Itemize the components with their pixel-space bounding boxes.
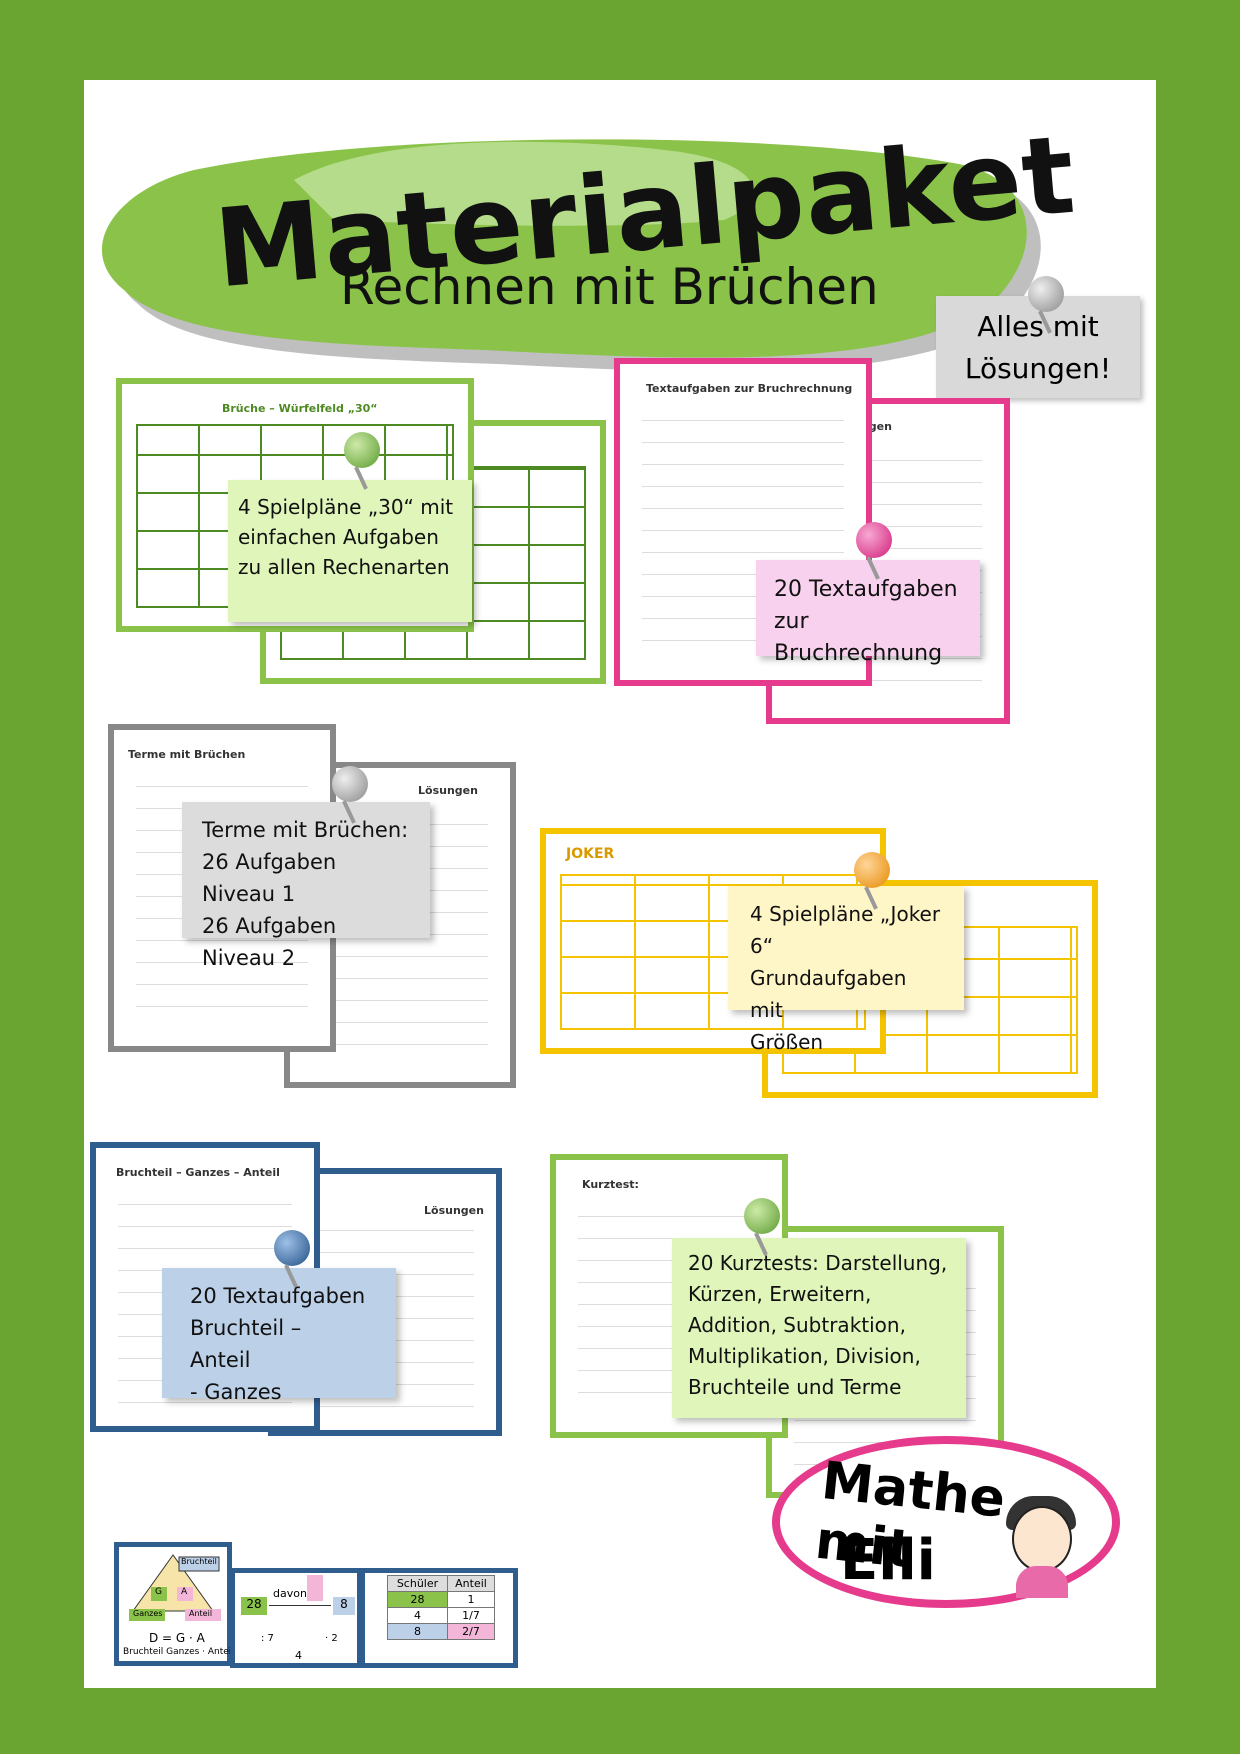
kurztest-title: Kurztest:	[582, 1178, 639, 1191]
pushpin-icon	[854, 852, 890, 888]
table-card: Schüler Anteil 28 1 4 1/7 8 2/7	[360, 1568, 518, 1668]
textaufgaben-title: Textaufgaben zur Bruchrechnung	[646, 382, 853, 395]
triangle-label-ganzes: Ganzes	[133, 1609, 163, 1618]
logo-line2: Elli	[840, 1528, 936, 1593]
arrow-op-multiply: · 2	[325, 1633, 338, 1644]
elli-face-icon	[1012, 1506, 1072, 1572]
table-cell: 8	[387, 1623, 448, 1640]
arrow-card: 28 davon 8 : 7 · 2 4	[230, 1568, 362, 1668]
elli-shirt	[1016, 1566, 1068, 1598]
note-bruchteil: 20 Textaufgaben Bruchteil – Anteil - Gan…	[162, 1268, 396, 1404]
arrow-value-middle: 4	[295, 1649, 302, 1662]
pushpin-icon	[344, 432, 380, 468]
arrow-op-divide: : 7	[261, 1633, 274, 1644]
pushpin-icon	[274, 1230, 310, 1266]
table-cell: 1/7	[447, 1607, 495, 1624]
triangle-label-a: A	[181, 1587, 188, 1597]
pushpin-icon	[856, 522, 892, 558]
arrow-fraction-box	[307, 1575, 323, 1601]
table-header-schueler: Schüler	[387, 1575, 448, 1592]
title-blob	[101, 139, 1041, 372]
mathe-mit-elli-logo: Mathe mit Elli	[772, 1436, 1120, 1608]
joker-title: JOKER	[566, 846, 615, 862]
terme-title: Terme mit Brüchen	[128, 748, 246, 761]
loesungen-title: Lösungen	[424, 1204, 484, 1217]
bruchteil-title: Bruchteil – Ganzes – Anteil	[116, 1166, 280, 1179]
note-kurztests: 20 Kurztests: Darstellung, Kürzen, Erwei…	[672, 1238, 966, 1418]
triangle-label-anteil: Anteil	[189, 1609, 213, 1618]
table-header-anteil: Anteil	[447, 1575, 495, 1592]
textaufgaben-page-front: Textaufgaben zur Bruchrechnung	[614, 358, 872, 686]
triangle-label-g: G	[155, 1587, 162, 1597]
pushpin-icon	[332, 766, 368, 802]
triangle-caption: Bruchteil Ganzes · Anteil	[123, 1647, 234, 1657]
triangle-diagram	[129, 1554, 221, 1621]
table-cell: 2/7	[447, 1623, 495, 1640]
note-terme: Terme mit Brüchen: 26 Aufgaben Niveau 1 …	[182, 802, 430, 970]
arrow-label: davon	[273, 1587, 307, 1600]
arrow-line	[269, 1605, 331, 1606]
table-cell: 1	[447, 1591, 495, 1608]
cover-sheet: Materialpaket Rechnen mit Brüchen Alles …	[84, 80, 1156, 1688]
triangle-label-bruchteil: Bruchteil	[181, 1557, 217, 1566]
note-textaufgaben: 20 Textaufgaben zur Bruchrechnung	[756, 560, 980, 666]
solutions-tag: Alles mit Lösungen!	[936, 296, 1140, 398]
wuerfelfeld-title: Brüche – Würfelfeld „30“	[222, 402, 378, 415]
arrow-value-left: 28	[241, 1597, 267, 1615]
pushpin-icon	[1028, 276, 1064, 312]
note-spielplaene-30: 4 Spielpläne „30“ mit einfachen Aufgaben…	[228, 480, 472, 622]
table-cell: 28	[387, 1591, 448, 1608]
triangle-card: Bruchteil G A Ganzes Anteil D = G · A Br…	[114, 1542, 234, 1666]
table-cell: 4	[387, 1607, 448, 1624]
page-subtitle: Rechnen mit Brüchen	[340, 258, 879, 316]
triangle-formula: D = G · A	[149, 1631, 205, 1645]
pushpin-icon	[744, 1198, 780, 1234]
loesungen-title: Lösungen	[418, 784, 478, 797]
arrow-value-right: 8	[333, 1597, 355, 1615]
ratio-table: Schüler Anteil 28 1 4 1/7 8 2/7	[387, 1575, 495, 1640]
note-joker: 4 Spielpläne „Joker 6“ Grundaufgaben mit…	[728, 886, 964, 1054]
